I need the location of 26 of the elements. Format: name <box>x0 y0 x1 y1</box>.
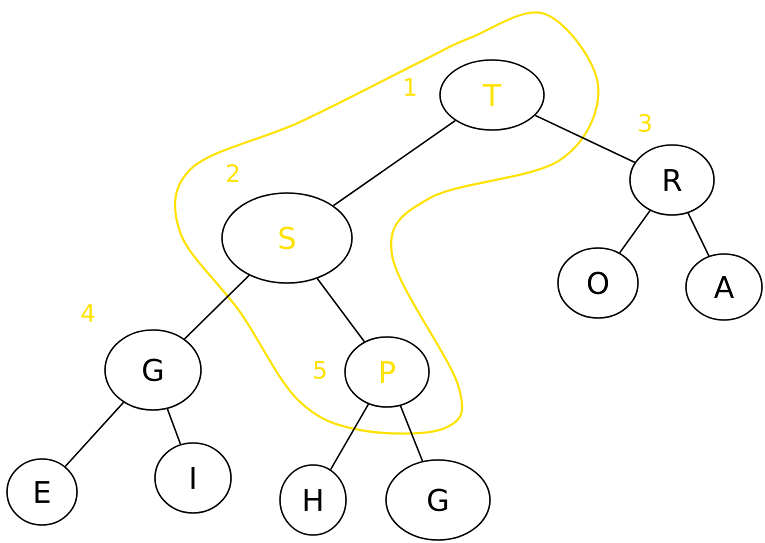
tree-node: G <box>385 459 491 541</box>
tree-edge <box>400 406 424 462</box>
order-number: 2 <box>227 164 238 182</box>
tree-node: R <box>629 144 715 216</box>
order-number: 3 <box>639 114 651 132</box>
tree-node: O <box>557 247 639 319</box>
tree-node: G <box>104 329 202 411</box>
tree-node: P <box>344 336 430 408</box>
tree-node: T <box>439 59 545 131</box>
tree-edge <box>184 274 250 340</box>
tree-edge <box>619 210 651 254</box>
tree-edge <box>333 120 456 206</box>
tree-node: E <box>6 458 78 526</box>
tree-edge <box>687 212 710 256</box>
tree-edge <box>330 404 370 470</box>
tree-node: S <box>221 192 353 284</box>
tree-node: H <box>279 464 347 536</box>
tree-edge <box>64 402 124 467</box>
tree-edge <box>166 408 182 444</box>
order-number: 1 <box>405 78 416 96</box>
tree-node: A <box>685 253 763 321</box>
tree-edge <box>316 278 365 342</box>
order-number: 5 <box>314 361 326 379</box>
tree-edge <box>534 114 636 164</box>
order-number: 4 <box>82 304 94 322</box>
tree-node: I <box>154 442 232 514</box>
